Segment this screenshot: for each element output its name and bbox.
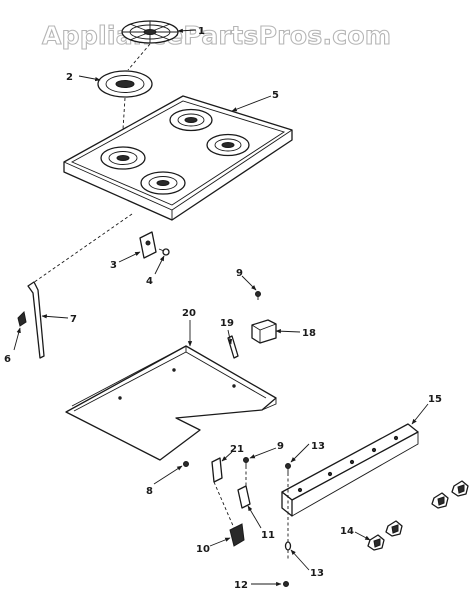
callout-11: 11 bbox=[261, 530, 275, 541]
callout-13-upper: 13 bbox=[311, 441, 325, 452]
part-19-bracket[interactable] bbox=[227, 335, 239, 359]
part-7-support-rod[interactable] bbox=[27, 281, 45, 359]
part-5-cooktop[interactable] bbox=[63, 95, 293, 221]
part-21-bracket[interactable] bbox=[211, 457, 223, 483]
part-13-screw-lower[interactable] bbox=[284, 541, 292, 551]
part-9-screw-lower[interactable] bbox=[243, 457, 249, 467]
callout-18: 18 bbox=[302, 328, 316, 339]
callout-3: 3 bbox=[110, 260, 117, 271]
part-4-screw[interactable] bbox=[158, 248, 170, 256]
lower-assembly-lines bbox=[213, 466, 289, 560]
part-14-knobs[interactable] bbox=[367, 480, 469, 551]
callout-10: 10 bbox=[196, 544, 210, 555]
part-20-burner-box[interactable] bbox=[65, 345, 277, 461]
part-6-clip[interactable] bbox=[17, 310, 27, 327]
callout-2: 2 bbox=[66, 72, 73, 83]
part-12-screw[interactable] bbox=[283, 581, 289, 587]
leader-lines bbox=[13, 28, 429, 587]
part-10-valve-bracket[interactable] bbox=[229, 523, 245, 547]
callout-1: 1 bbox=[198, 26, 205, 37]
callout-9-upper: 9 bbox=[236, 268, 243, 279]
callout-21: 21 bbox=[230, 444, 244, 455]
part-1-grate[interactable] bbox=[121, 20, 179, 44]
part-9-screw-upper[interactable] bbox=[255, 291, 261, 301]
part-13-screw-upper[interactable] bbox=[285, 463, 291, 474]
cooktop-to-support-rod-line bbox=[29, 213, 133, 286]
callout-6: 6 bbox=[4, 354, 11, 365]
part-8-screw[interactable] bbox=[183, 461, 189, 467]
callout-labels: 1 2 3 4 5 6 7 9 18 19 20 15 21 9 13 8 11… bbox=[4, 26, 442, 591]
callout-9-lower: 9 bbox=[277, 441, 284, 452]
callout-20: 20 bbox=[182, 308, 196, 319]
part-2-drip-bowl[interactable] bbox=[97, 70, 153, 98]
callout-19: 19 bbox=[220, 318, 234, 329]
callout-4: 4 bbox=[146, 276, 153, 287]
callout-12: 12 bbox=[234, 580, 248, 591]
callout-15: 15 bbox=[428, 394, 442, 405]
callout-7: 7 bbox=[70, 314, 77, 325]
watermark-text: AppliancePartsPros.com bbox=[42, 21, 391, 50]
callout-8: 8 bbox=[146, 486, 153, 497]
part-11-bracket[interactable] bbox=[237, 485, 251, 509]
callout-13-lower: 13 bbox=[310, 568, 324, 579]
cooktop-burner-openings bbox=[100, 108, 250, 195]
callout-5: 5 bbox=[272, 90, 279, 101]
part-15-manifold-panel[interactable] bbox=[281, 423, 419, 517]
callout-14: 14 bbox=[340, 526, 354, 537]
part-3-hinge-bracket[interactable] bbox=[139, 231, 157, 259]
part-18-bracket[interactable] bbox=[251, 319, 277, 344]
